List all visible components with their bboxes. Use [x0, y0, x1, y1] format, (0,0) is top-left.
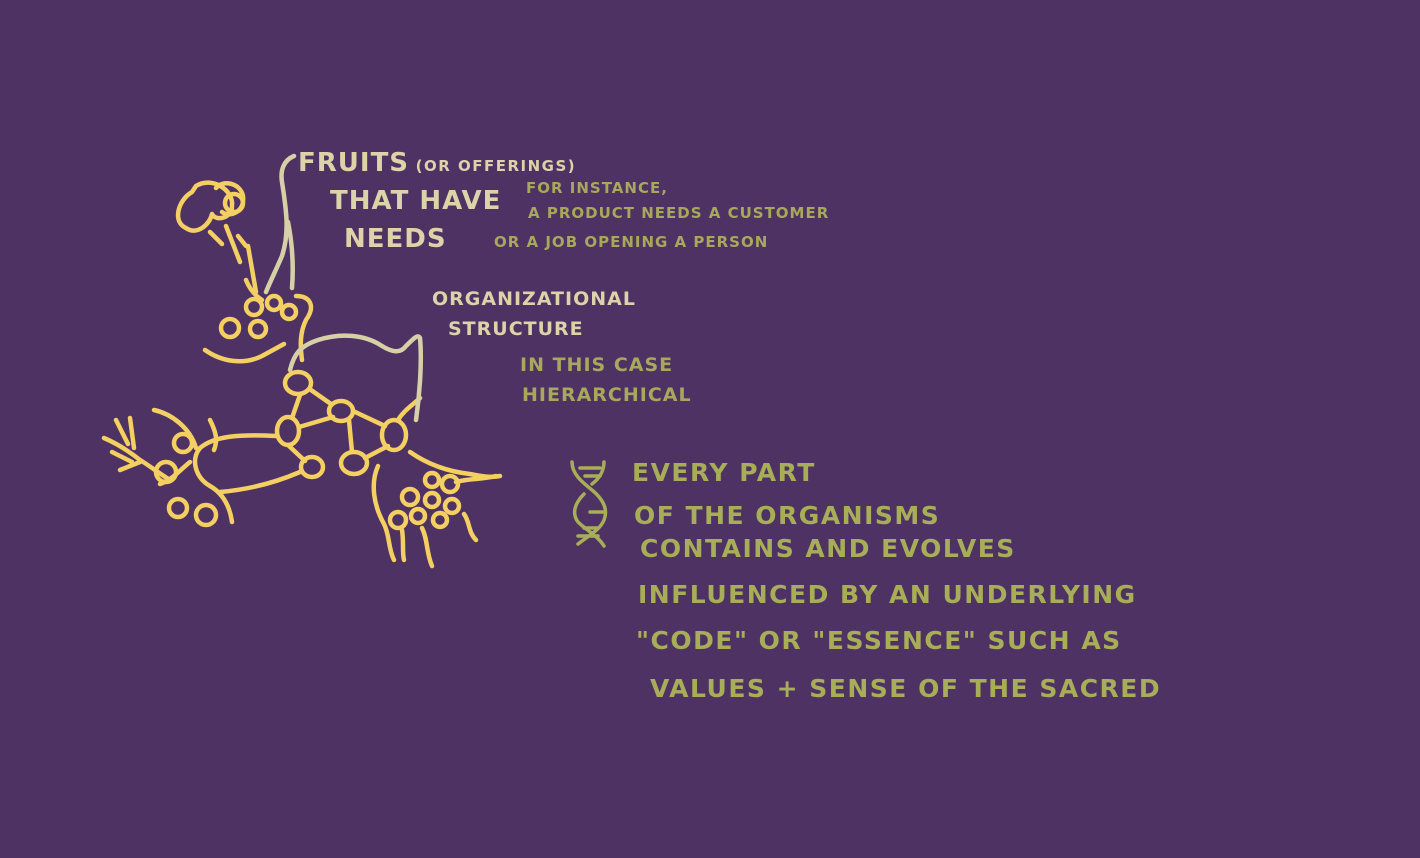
- fruit-cluster-top: [202, 277, 314, 364]
- dna-text-line-4: Influenced by an underlying: [638, 580, 1137, 609]
- fruits-title: Fruits (or offerings): [298, 150, 576, 176]
- fruit-cluster-left: [101, 415, 219, 528]
- branches: [151, 407, 503, 563]
- dna-text-line-3: contains and Evolves: [640, 534, 1016, 563]
- fruits-bracket: [263, 153, 297, 295]
- fruits-title-main: Fruits: [298, 148, 410, 178]
- fruits-line-2: That have: [330, 186, 502, 216]
- dna-text-line-1: Every Part: [632, 458, 816, 487]
- fruits-note-line-2: a product needs a customer: [528, 204, 830, 222]
- flower-blossom: [175, 180, 259, 295]
- fruits-title-paren: (or offerings): [415, 157, 577, 175]
- bracket-lines: [263, 153, 424, 423]
- fruits-note-line-3: or a job opening a Person: [494, 233, 769, 251]
- structure-title-line-2: Structure: [448, 318, 584, 340]
- structure-bracket: [287, 333, 424, 423]
- fruit-cluster-right: [387, 470, 499, 569]
- dna-text-line-6: Values + sense of the sacred: [650, 674, 1162, 703]
- fruits-note-line-1: For instance,: [526, 179, 668, 197]
- dna-helix-icon: [570, 460, 608, 548]
- structure-note-line-1: In this case: [520, 354, 674, 376]
- fruits-line-3: needs: [344, 224, 447, 254]
- dna-text-line-2: of the organisms: [634, 501, 941, 530]
- structure-note-line-2: Hierarchical: [522, 384, 692, 406]
- structure-title-line-1: Organizational: [432, 288, 636, 310]
- dna-text-line-5: "Code" or "Essence" such as: [636, 626, 1122, 655]
- structure-nodes: [274, 369, 423, 480]
- fruits-bracket-tail: [285, 219, 296, 291]
- tree-sketch: [101, 180, 503, 569]
